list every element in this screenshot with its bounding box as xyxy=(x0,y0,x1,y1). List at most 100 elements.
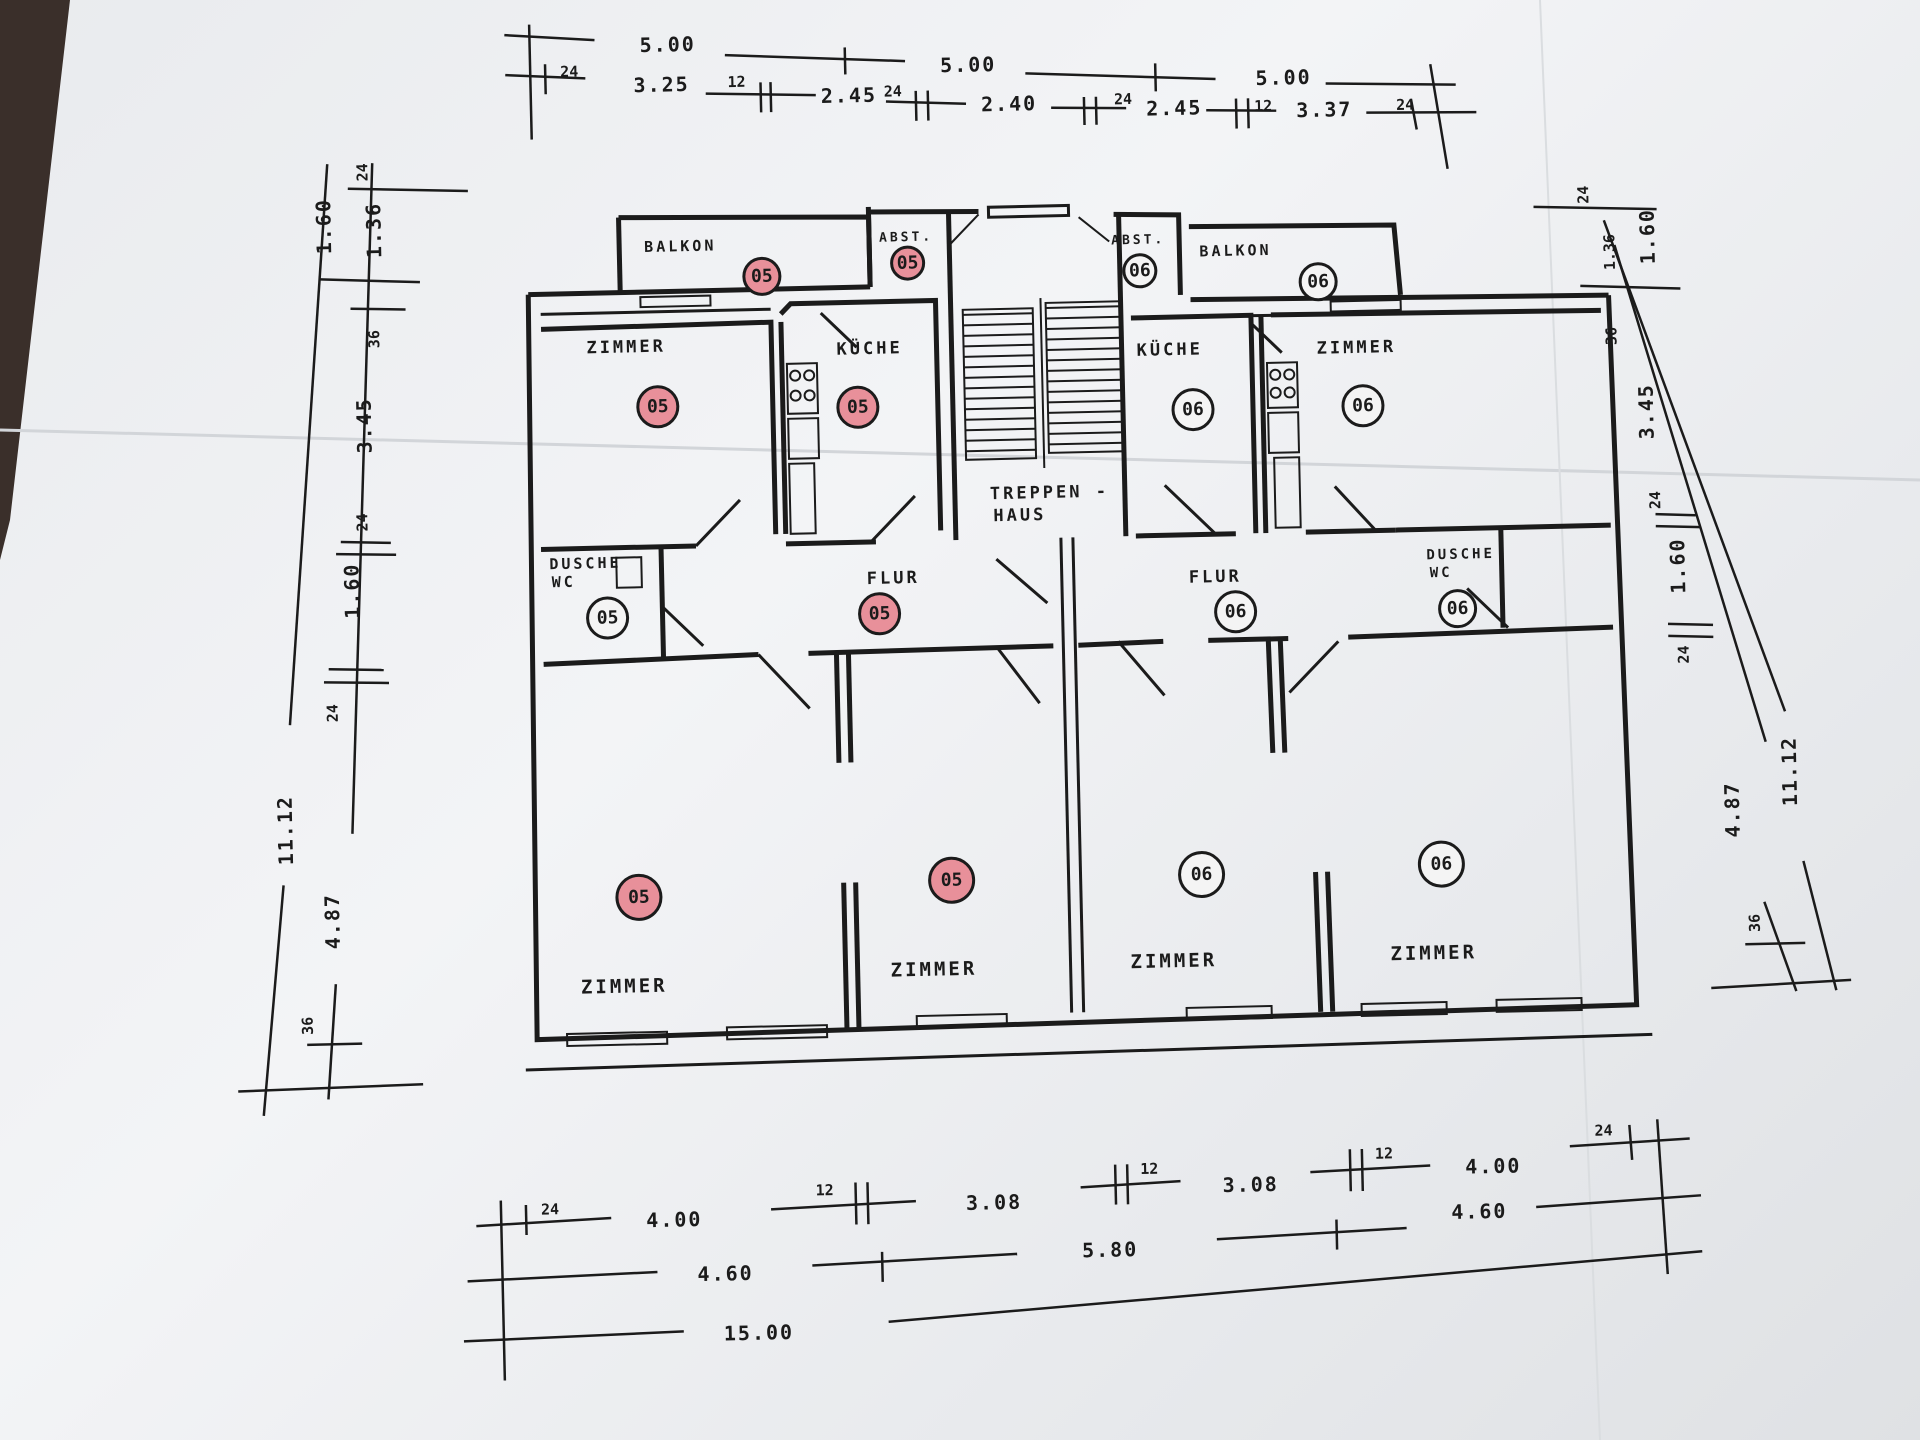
dim-left-a: 1.60 xyxy=(311,198,336,255)
svg-text:06: 06 xyxy=(1190,864,1212,885)
dimensions-right: 24 1.36 1.60 36 3.45 24 1.60 24 4.87 11.… xyxy=(1533,185,1852,992)
dim-right-e: 3.45 xyxy=(1634,383,1659,440)
dim-right-c: 1.60 xyxy=(1635,208,1660,265)
floor-plan-drawing: BALKON ABST. ABST. BALKON ZIMMER KÜCHE K… xyxy=(238,24,1852,1381)
room-label-flur-left: FLUR xyxy=(867,568,920,589)
dim-left-i: 4.87 xyxy=(320,893,345,950)
svg-text:06: 06 xyxy=(1430,853,1452,874)
dim-bottom-row1-c: 3.08 xyxy=(1222,1172,1279,1197)
unit-marker-balkon-right: 06 xyxy=(1298,262,1338,302)
stair-tread xyxy=(1048,431,1124,435)
dim-top-row1-b: 5.00 xyxy=(940,52,997,77)
dim-bottom-row1-b: 3.08 xyxy=(966,1190,1023,1215)
stair-tread xyxy=(964,375,1035,379)
dim-top-row1-c: 5.00 xyxy=(1255,65,1312,90)
stair-tread xyxy=(1045,315,1121,320)
unit-marker-flur-right: 06 xyxy=(1214,590,1258,634)
dim-right-d: 36 xyxy=(1602,327,1620,345)
dimensions-bottom: 4.00 3.08 3.08 4.00 4.60 5.80 4.60 15.00… xyxy=(463,1119,1703,1381)
dim-left-c: 36 xyxy=(365,330,383,348)
room-label-zimmer-top-left: ZIMMER xyxy=(586,337,666,359)
dim-bottom-t24-a: 24 xyxy=(541,1200,559,1218)
svg-text:06: 06 xyxy=(1129,260,1151,281)
stair-tread xyxy=(1048,410,1124,414)
stair-tread xyxy=(964,385,1035,390)
room-label-balkon-right: BALKON xyxy=(1199,241,1272,261)
stair-tread xyxy=(965,438,1036,442)
dim-left-d: 3.45 xyxy=(352,397,377,454)
svg-text:05: 05 xyxy=(868,603,890,624)
svg-text:05: 05 xyxy=(647,396,669,417)
outer-walls xyxy=(525,284,1653,1072)
stair-tread xyxy=(965,417,1036,421)
dim-right-i: 4.87 xyxy=(1720,781,1745,838)
dim-top-t24-c: 24 xyxy=(1114,90,1132,108)
windows xyxy=(566,294,1583,1048)
left-unit-walls xyxy=(540,297,1054,1028)
room-label-zimmer-bottom-1: ZIMMER xyxy=(581,975,668,999)
stair-tread xyxy=(965,448,1036,453)
stair-tread xyxy=(1047,368,1123,372)
svg-text:05: 05 xyxy=(847,396,869,417)
dim-top-row2-a: 3.25 xyxy=(633,72,690,97)
stair-tread xyxy=(1048,441,1124,446)
unit-marker-zimmer-top-right: 06 xyxy=(1341,384,1385,428)
dim-top-t12-a: 12 xyxy=(727,73,745,91)
dim-bottom-row2-b: 5.80 xyxy=(1082,1237,1139,1262)
unit-marker-flur-left: 05 xyxy=(858,592,902,636)
unit-marker-abst-right: 06 xyxy=(1122,253,1158,289)
room-label-dusche-left-1: DUSCHE xyxy=(549,554,622,574)
stair-tread xyxy=(963,322,1034,327)
dimensions-top: 5.00 5.00 5.00 3.25 2.45 2.40 2.45 3.37 … xyxy=(504,24,1477,170)
svg-text:05: 05 xyxy=(897,252,919,273)
staircase xyxy=(961,298,1125,1013)
right-unit-walls xyxy=(1078,307,1614,1012)
stair-tread xyxy=(964,406,1035,411)
room-label-kueche-left: KÜCHE xyxy=(836,336,903,359)
dim-bottom-t24-b: 24 xyxy=(1594,1121,1612,1139)
dim-right-k: 36 xyxy=(1746,914,1764,932)
unit-marker-dusche-right: 06 xyxy=(1438,589,1478,629)
dim-top-t24-b: 24 xyxy=(884,82,902,100)
unit-marker-balkon-left: 05 xyxy=(742,256,782,296)
svg-text:06: 06 xyxy=(1352,395,1374,416)
dim-left-f: 1.60 xyxy=(339,562,364,619)
dim-left-b: 1.36 xyxy=(361,202,386,259)
svg-text:05: 05 xyxy=(628,887,650,908)
unit-marker-zimmer-top-left: 05 xyxy=(636,385,680,429)
unit-marker-zimmer-bottom-1: 05 xyxy=(615,873,663,921)
svg-text:05: 05 xyxy=(597,607,619,628)
stair-tread xyxy=(1046,326,1122,330)
dim-bottom-t12-b: 12 xyxy=(1140,1160,1158,1178)
dim-top-row2-b: 2.45 xyxy=(821,83,878,108)
stair-tread xyxy=(963,354,1034,358)
stair-tread xyxy=(964,396,1035,400)
svg-text:06: 06 xyxy=(1447,598,1469,619)
stair-tread xyxy=(1046,347,1122,351)
dim-bottom-row1-d: 4.00 xyxy=(1465,1153,1522,1178)
dim-bottom-row1-a: 4.00 xyxy=(646,1207,703,1232)
dim-bottom-total: 15.00 xyxy=(724,1320,795,1346)
stair-tread xyxy=(1048,420,1124,425)
room-label-zimmer-bottom-2: ZIMMER xyxy=(890,958,977,982)
dim-top-t24-d: 24 xyxy=(1396,96,1414,114)
stair-tread xyxy=(1047,399,1123,404)
dim-right-h: 24 xyxy=(1674,645,1692,663)
dim-left-h: 11.12 xyxy=(273,795,299,866)
unit-marker-abst-left: 05 xyxy=(890,245,926,281)
svg-text:06: 06 xyxy=(1182,399,1204,420)
unit-marker-kueche-right: 06 xyxy=(1171,388,1215,432)
dim-right-g: 1.60 xyxy=(1665,537,1690,594)
stair-tread xyxy=(1047,389,1123,393)
dim-left-j: 36 xyxy=(299,1017,317,1035)
dim-bottom-row2-a: 4.60 xyxy=(697,1261,754,1286)
dimensions-left: 1.60 1.36 36 3.45 24 1.60 24 11.12 4.87 … xyxy=(238,163,468,1117)
dim-left-k: 24 xyxy=(353,163,371,181)
room-label-flur-right: FLUR xyxy=(1189,567,1242,588)
svg-text:05: 05 xyxy=(941,869,963,890)
dim-left-g: 24 xyxy=(323,704,341,722)
room-label-balkon-left: BALKON xyxy=(644,236,717,256)
dim-bottom-t12-c: 12 xyxy=(1375,1144,1393,1162)
room-label-abst-right: ABST. xyxy=(1111,232,1165,248)
